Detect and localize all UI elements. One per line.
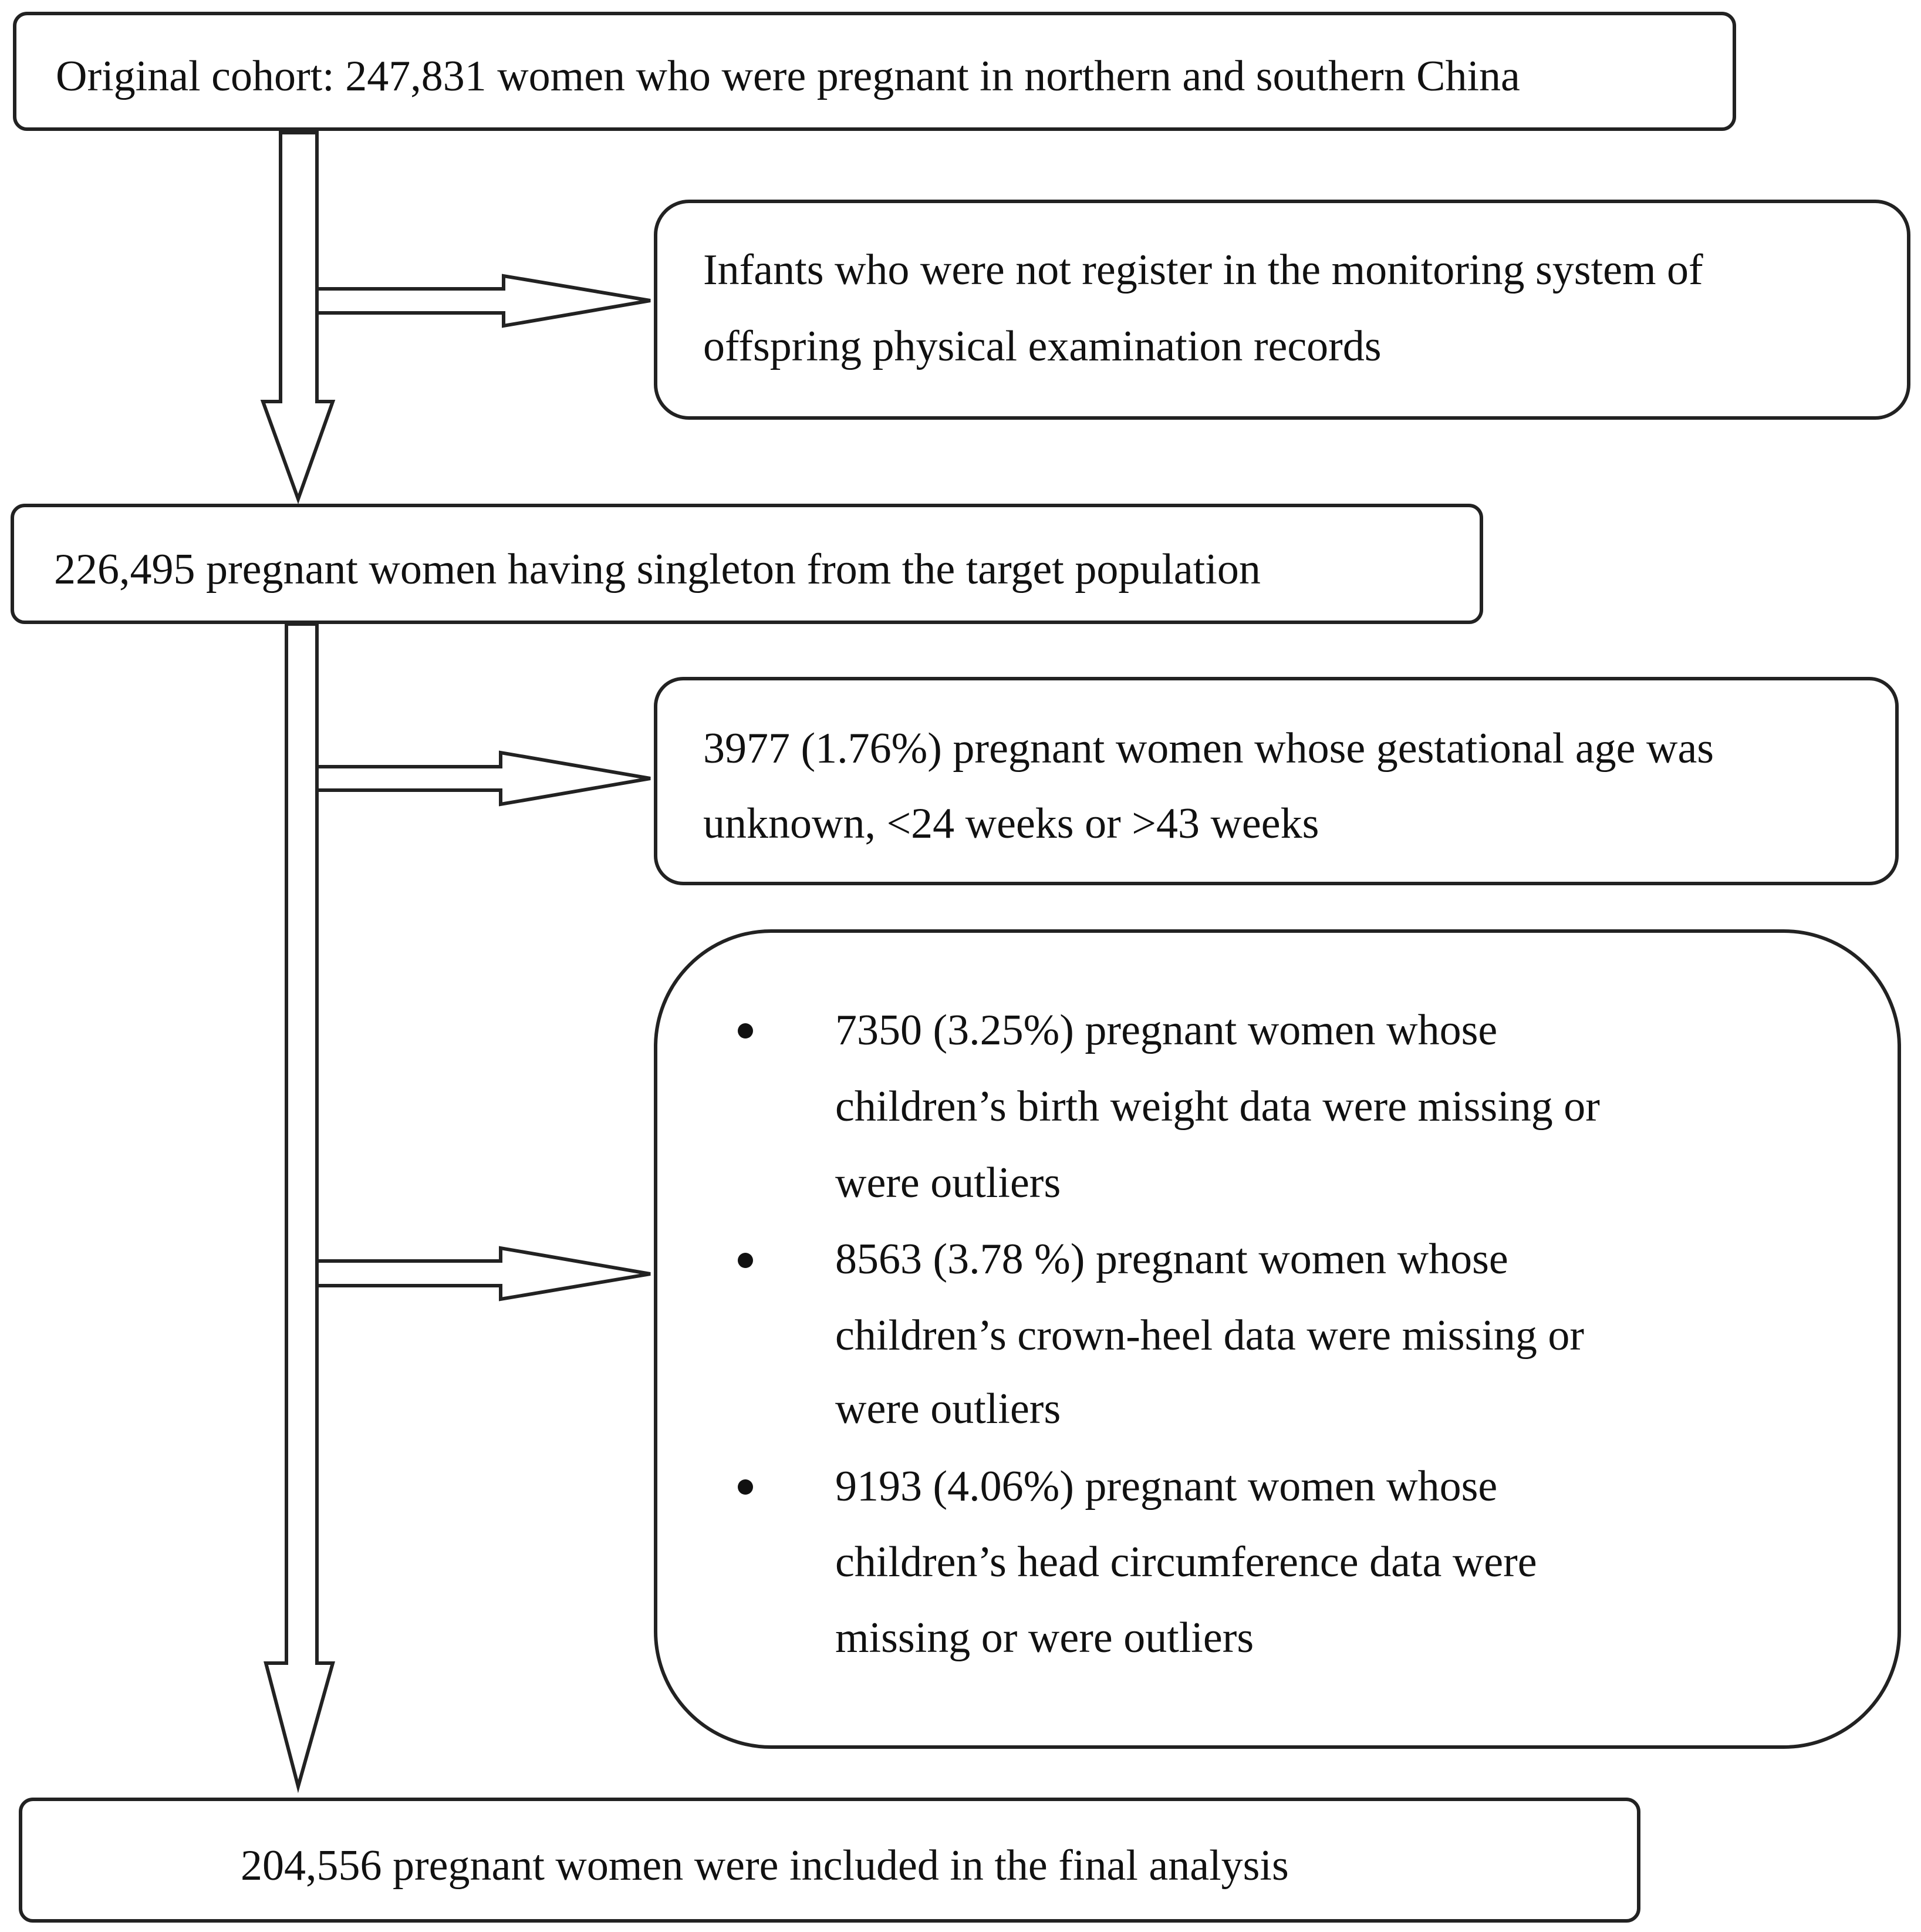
birth-weight-line1: 7350 (3.25%) pregnant women whose xyxy=(835,1006,1498,1054)
excluded-gestational-line2: unknown, <24 weeks or >43 weeks xyxy=(703,800,1319,848)
excluded-measurements-box xyxy=(654,929,1901,1749)
excluded-unregistered-line2: offspring physical examination records xyxy=(703,322,1382,370)
down-arrow-2 xyxy=(264,622,335,1793)
side-arrow-2 xyxy=(315,750,651,807)
crown-heel-line2: children’s crown-heel data were missing … xyxy=(835,1311,1585,1360)
bullet-marker xyxy=(738,1479,753,1495)
bullet-marker xyxy=(738,1023,753,1039)
singleton-text: 226,495 pregnant women having singleton … xyxy=(54,545,1261,594)
head-circumference-line2: children’s head circumference data were xyxy=(835,1538,1537,1586)
down-arrow-1 xyxy=(260,131,336,504)
final-analysis-text: 204,556 pregnant women were included in … xyxy=(241,1842,1289,1890)
side-arrow-3 xyxy=(315,1246,651,1302)
crown-heel-line1: 8563 (3.78 %) pregnant women whose xyxy=(835,1235,1508,1283)
singleton-box xyxy=(11,504,1483,624)
head-circumference-line3: missing or were outliers xyxy=(835,1614,1254,1662)
excluded-unregistered-line1: Infants who were not register in the mon… xyxy=(703,246,1703,294)
original-cohort-box xyxy=(13,12,1736,131)
final-analysis-box xyxy=(19,1798,1640,1923)
birth-weight-line3: were outliers xyxy=(835,1159,1061,1207)
crown-heel-line3: were outliers xyxy=(835,1385,1061,1433)
head-circumference-line1: 9193 (4.06%) pregnant women whose xyxy=(835,1462,1498,1510)
excluded-gestational-box xyxy=(654,677,1899,885)
birth-weight-line2: children’s birth weight data were missin… xyxy=(835,1083,1600,1131)
excluded-unregistered-box xyxy=(654,200,1910,420)
side-arrow-1 xyxy=(315,274,651,328)
excluded-gestational-line1: 3977 (1.76%) pregnant women whose gestat… xyxy=(703,724,1714,773)
bullet-marker xyxy=(738,1253,753,1268)
original-cohort-text: Original cohort: 247,831 women who were … xyxy=(56,52,1520,100)
